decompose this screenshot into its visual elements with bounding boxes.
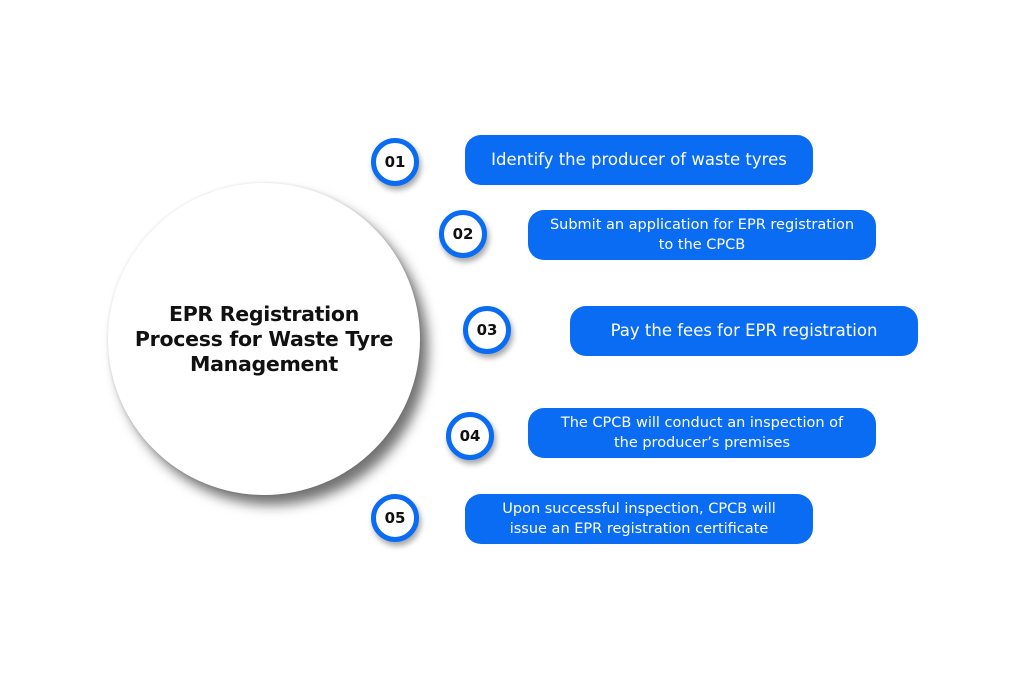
step-5-number-badge: 05 [371,494,419,542]
step-2-box: Submit an application for EPR registrati… [528,210,876,260]
step-5-box: Upon successful inspection, CPCB will is… [465,494,813,544]
center-circle: EPR Registration Process for Waste Tyre … [108,183,420,495]
step-2-number: 02 [452,225,474,243]
title-line-2: Process for Waste Tyre [134,326,394,351]
step-4-number: 04 [459,427,481,445]
step-2-text-line-1: Submit an application for EPR registrati… [549,217,855,233]
step-3-text: Pay the fees for EPR registration [610,321,878,340]
step-1-number: 01 [384,153,406,171]
step-1-box: Identify the producer of waste tyres [465,135,813,185]
step-4-text-line-2: the producer’s premises [613,435,791,451]
step-4-number-badge: 04 [446,412,494,460]
diagram-title: EPR Registration Process for Waste Tyre … [129,302,399,377]
step-3-number: 03 [476,321,498,339]
step-3-number-badge: 03 [463,306,511,354]
title-line-3: Management [190,351,338,376]
step-2-text-line-2: to the CPCB [658,237,746,253]
step-4-text-line-1: The CPCB will conduct an inspection of [560,415,844,431]
step-1-number-badge: 01 [371,138,419,186]
step-5-text-line-1: Upon successful inspection, CPCB will [502,501,776,517]
step-3-box: Pay the fees for EPR registration [570,306,918,356]
step-5-text-line-2: issue an EPR registration certificate [509,521,769,537]
step-2-number-badge: 02 [439,210,487,258]
title-line-1: EPR Registration [169,301,359,326]
step-5-number: 05 [384,509,406,527]
step-4-box: The CPCB will conduct an inspection of t… [528,408,876,458]
step-1-text: Identify the producer of waste tyres [491,150,787,169]
